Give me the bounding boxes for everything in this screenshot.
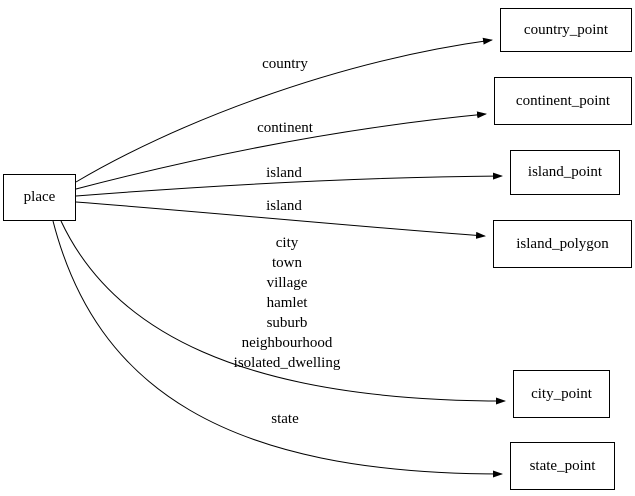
node-city-point: city_point [513,370,610,418]
edge-label-state: state [271,411,299,427]
node-state-point: state_point [510,442,615,490]
node-country-point: country_point [500,8,632,52]
edge-label-city-variants: city town village hamlet suburb neighbou… [233,235,341,371]
node-continent-point: continent_point [494,77,632,125]
node-place: place [3,174,76,221]
node-island-polygon: island_polygon [493,220,632,268]
edge-label-continent: continent [257,120,313,136]
edge-label-island-point: island [266,165,302,181]
edge-label-island-polygon: island [266,198,302,214]
edge-label-country: country [262,56,308,72]
node-island-point: island_point [510,150,620,195]
